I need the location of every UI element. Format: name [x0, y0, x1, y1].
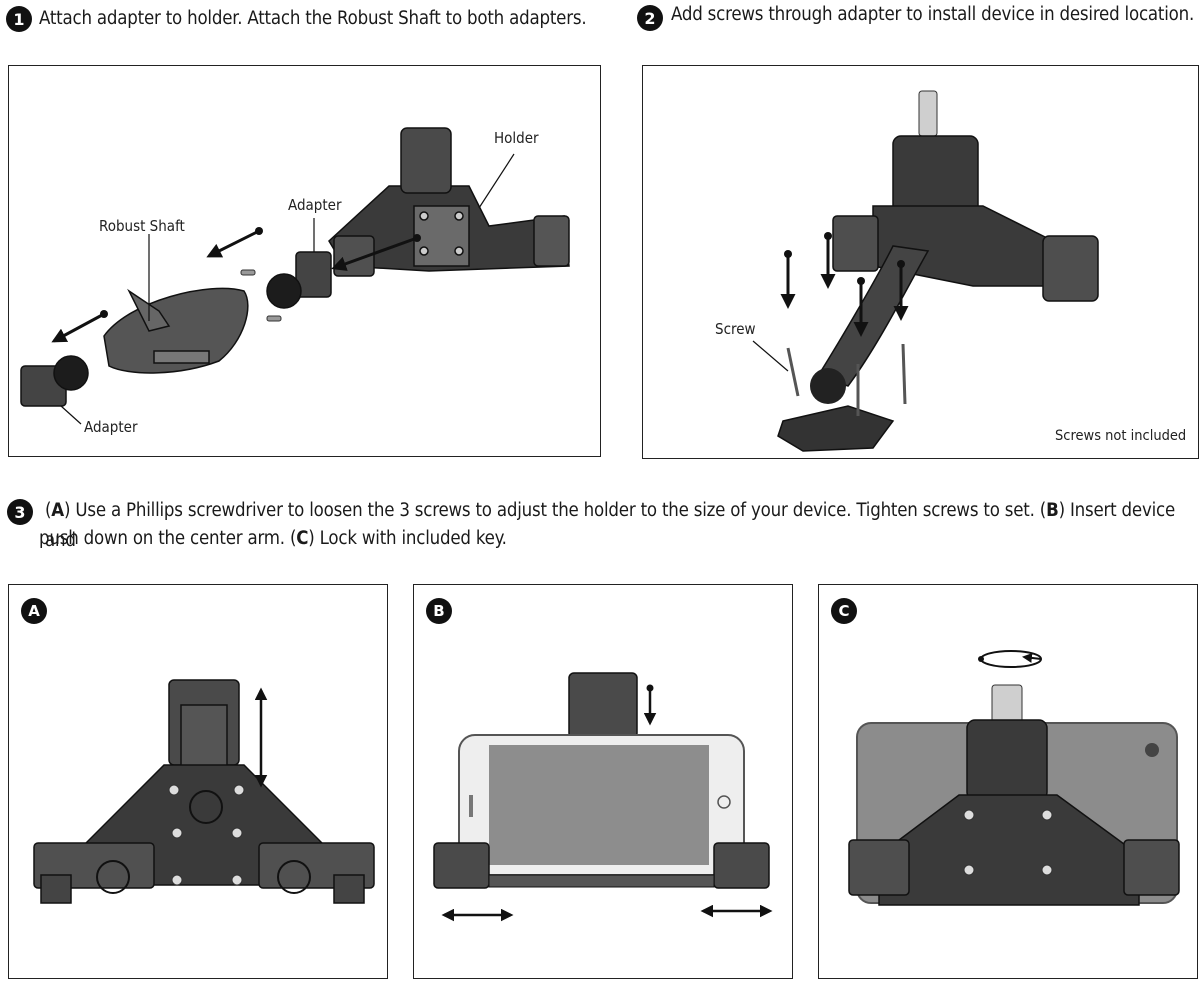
screw-label: Screw [715, 320, 756, 338]
adjust-illustration [33, 679, 375, 904]
robust-shaft-shape [103, 287, 249, 374]
step-3-b-letter: B [1046, 500, 1059, 521]
assembly-illustration [20, 127, 570, 425]
top-adapter-shape [266, 251, 332, 309]
subpanel-b-badge: B [426, 598, 452, 624]
assembly-panel: Holder Robust Shaft Adapter Adapter [8, 65, 601, 457]
step-3-b-text: Insert device and [45, 500, 1176, 551]
step-3-b-close: ) [1058, 500, 1066, 521]
step-3-a-close: ) [63, 500, 71, 521]
step-3-a-letter: A [51, 500, 64, 521]
step-1-badge: 1 [6, 6, 32, 32]
step-1-text: Attach adapter to holder. Attach the Rob… [39, 8, 587, 29]
subpanel-a: A [8, 584, 388, 979]
screws-note: Screws not included [1055, 428, 1187, 444]
lock-device-illustration [848, 650, 1180, 906]
step-3-c-letter: C [296, 528, 309, 549]
step-3-b-open: ( [1039, 500, 1047, 521]
step-3-a-text: Use a Phillips screwdriver to loosen the… [70, 500, 1040, 521]
subpanel-b: B [413, 584, 793, 979]
step-3-c-close: ) [308, 528, 315, 549]
step-2-text: Add screws through adapter to install de… [671, 4, 1195, 25]
step-3-text: (A) Use a Phillips screwdriver to loosen… [45, 496, 1200, 556]
adapter-top-label: Adapter [288, 196, 342, 214]
step-3-text-line2: push down on the center arm. (C) Lock wi… [39, 524, 507, 554]
install-panel: Screw Screws not included [642, 65, 1199, 459]
step-2-badge: 2 [637, 5, 663, 31]
step-3-badge: 3 [7, 499, 33, 525]
holder-label: Holder [494, 129, 539, 147]
holder-shape [328, 127, 570, 277]
step-3-c-open: ( [289, 528, 297, 549]
step-3-line2-text: push down on the center arm. [39, 528, 290, 549]
subpanel-c-badge: C [831, 598, 857, 624]
install-illustration [752, 90, 1099, 452]
adapter-bottom-label: Adapter [84, 418, 138, 436]
subpanel-a-badge: A [21, 598, 47, 624]
bottom-adapter-shape [20, 355, 89, 407]
subpanel-c: C [818, 584, 1198, 979]
step-3-a-open: ( [45, 500, 52, 521]
robust-shaft-label: Robust Shaft [99, 217, 185, 235]
step-3-c-text: Lock with included key. [314, 528, 507, 549]
insert-device-illustration [433, 672, 773, 922]
